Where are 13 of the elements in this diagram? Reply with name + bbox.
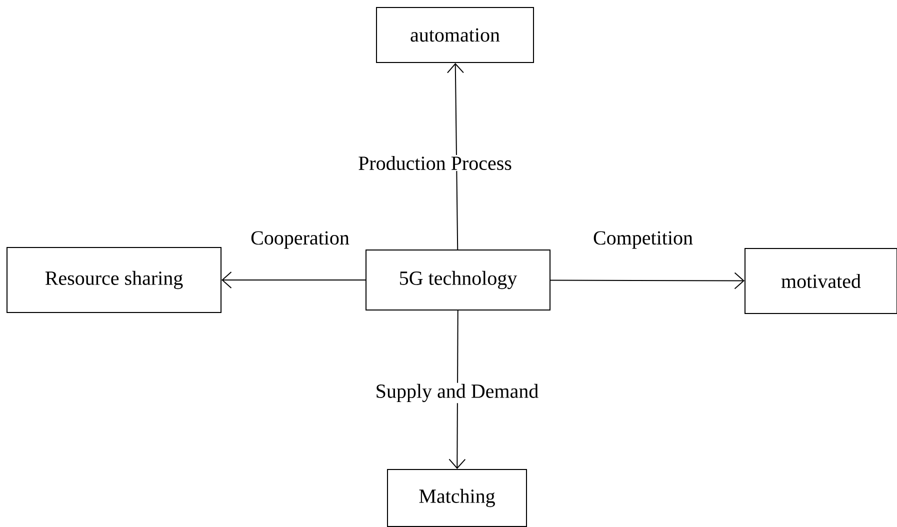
process-box: Resource sharing [6,247,222,313]
arrow [446,63,464,250]
process-box: 5G technology [366,250,550,310]
process-box: Matching [387,469,527,527]
edge-label: Cooperation [251,231,350,249]
edge-label: Competition [594,231,693,249]
process-box: motivated [744,248,897,314]
arrow [222,272,366,288]
edge-label: Supply and Demand [374,382,540,404]
process-box: automation [376,7,534,63]
edge-label: Production Process [357,154,513,172]
arrow [448,310,466,469]
arrow [550,272,744,290]
